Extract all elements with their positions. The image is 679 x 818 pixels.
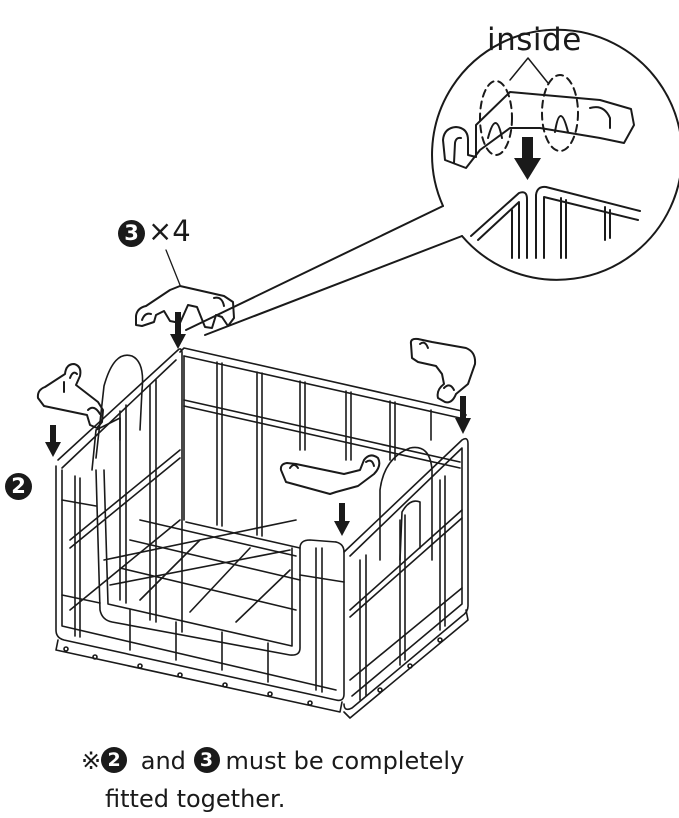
note-text-line1: must be completely: [225, 747, 465, 775]
fitting-left: [36, 363, 104, 429]
fitting-right-front: [279, 454, 381, 495]
down-arrow-icon: [455, 396, 471, 434]
note-conjunction: and: [140, 747, 186, 775]
part3-label: 3×4: [118, 214, 191, 248]
wire-basket: [55, 347, 469, 719]
callout-inside-label: inside: [487, 22, 582, 58]
dashed-highlight-left: [479, 80, 513, 156]
callout-fitting: [442, 91, 635, 169]
fitting-part3-top: [135, 285, 235, 329]
note-text-line2: fitted together.: [105, 785, 286, 813]
part3-quantity: ×4: [148, 214, 191, 248]
callout-down-arrow-icon: [514, 137, 541, 180]
part2-label: 2: [5, 473, 32, 500]
down-arrow-icon: [170, 312, 186, 349]
callout-magnifier: [185, 28, 679, 336]
dashed-highlight-right: [541, 74, 579, 152]
part2-number-badge: 2: [5, 473, 32, 500]
note-symbol: ※: [81, 747, 102, 775]
part3-leader-line: [165, 249, 181, 286]
part3-number-badge: 3: [118, 219, 145, 247]
fitting-right-top: [409, 337, 477, 404]
note-ref-part3: 3: [193, 747, 220, 773]
down-arrow-icon: [334, 503, 350, 536]
note-ref-part2: 2: [101, 747, 128, 773]
down-arrow-icon: [45, 425, 61, 457]
